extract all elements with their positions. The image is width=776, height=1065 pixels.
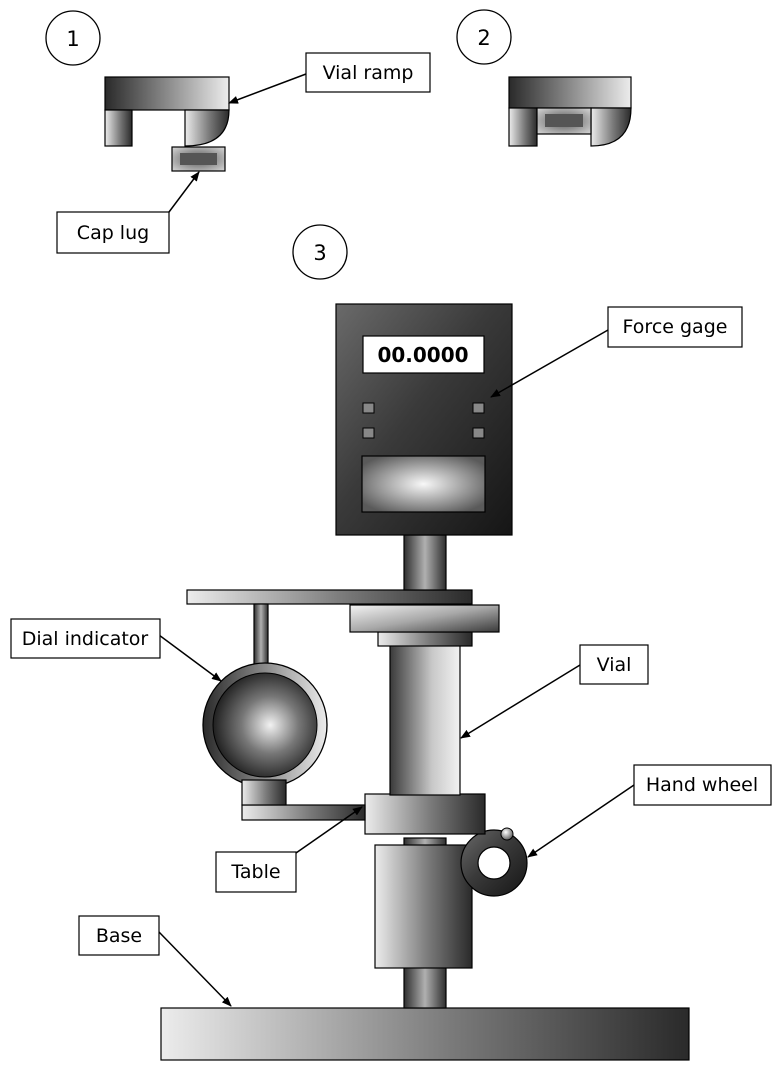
step-1-marker: 1 [45, 10, 101, 66]
step-2-number: 2 [477, 26, 490, 50]
leader-vial-ramp [228, 73, 307, 104]
dial-indicator [202, 603, 328, 806]
hand-wheel-housing [374, 844, 473, 969]
label-hand-wheel-text: Hand wheel [646, 774, 758, 796]
ramp-detail-2 [508, 76, 632, 147]
force-gage: 00.0000 [335, 303, 513, 536]
label-hand-wheel: Hand wheel [633, 764, 772, 806]
hand-wheel [460, 827, 528, 897]
leader-force-gage [490, 329, 609, 398]
force-gage-button-top-left[interactable] [362, 402, 375, 414]
label-cap-lug: Cap lug [56, 211, 170, 254]
base [160, 1007, 690, 1061]
leader-base [158, 931, 232, 1007]
step-3-marker: 3 [292, 224, 348, 280]
ramp-detail-1 [104, 76, 230, 172]
force-gage-readout: 00.0000 [377, 343, 468, 367]
label-dial-indicator-text: Dial indicator [22, 628, 149, 650]
vial [377, 631, 473, 796]
label-base-text: Base [96, 925, 142, 947]
step-2-marker: 2 [456, 9, 512, 65]
leader-cap-lug [168, 171, 200, 213]
label-table-text: Table [230, 861, 280, 883]
leader-hand-wheel [527, 784, 635, 858]
label-vial-ramp-text: Vial ramp [323, 62, 414, 84]
step-1-number: 1 [66, 27, 79, 51]
force-gage-button-bottom-right[interactable] [472, 427, 485, 439]
leader-table [295, 806, 363, 854]
force-gage-button-top-right[interactable] [472, 402, 485, 414]
label-cap-lug-text: Cap lug [77, 222, 149, 244]
label-force-gage: Force gage [607, 306, 743, 348]
hand-wheel-knob [500, 827, 514, 841]
step-3-number: 3 [313, 241, 326, 265]
label-vial-text: Vial [597, 654, 632, 676]
upper-frame [186, 534, 500, 633]
force-gage-display [362, 335, 485, 374]
label-vial-ramp: Vial ramp [305, 52, 431, 93]
force-gage-window [361, 455, 486, 513]
leader-dial-indicator [158, 634, 222, 682]
label-force-gage-text: Force gage [623, 316, 728, 338]
cap-lug [171, 146, 226, 172]
label-dial-indicator: Dial indicator [10, 618, 161, 659]
label-vial: Vial [579, 644, 649, 685]
label-table: Table [215, 851, 297, 893]
label-base: Base [78, 915, 160, 956]
leader-vial [460, 664, 581, 739]
force-gage-button-bottom-left[interactable] [362, 427, 375, 439]
